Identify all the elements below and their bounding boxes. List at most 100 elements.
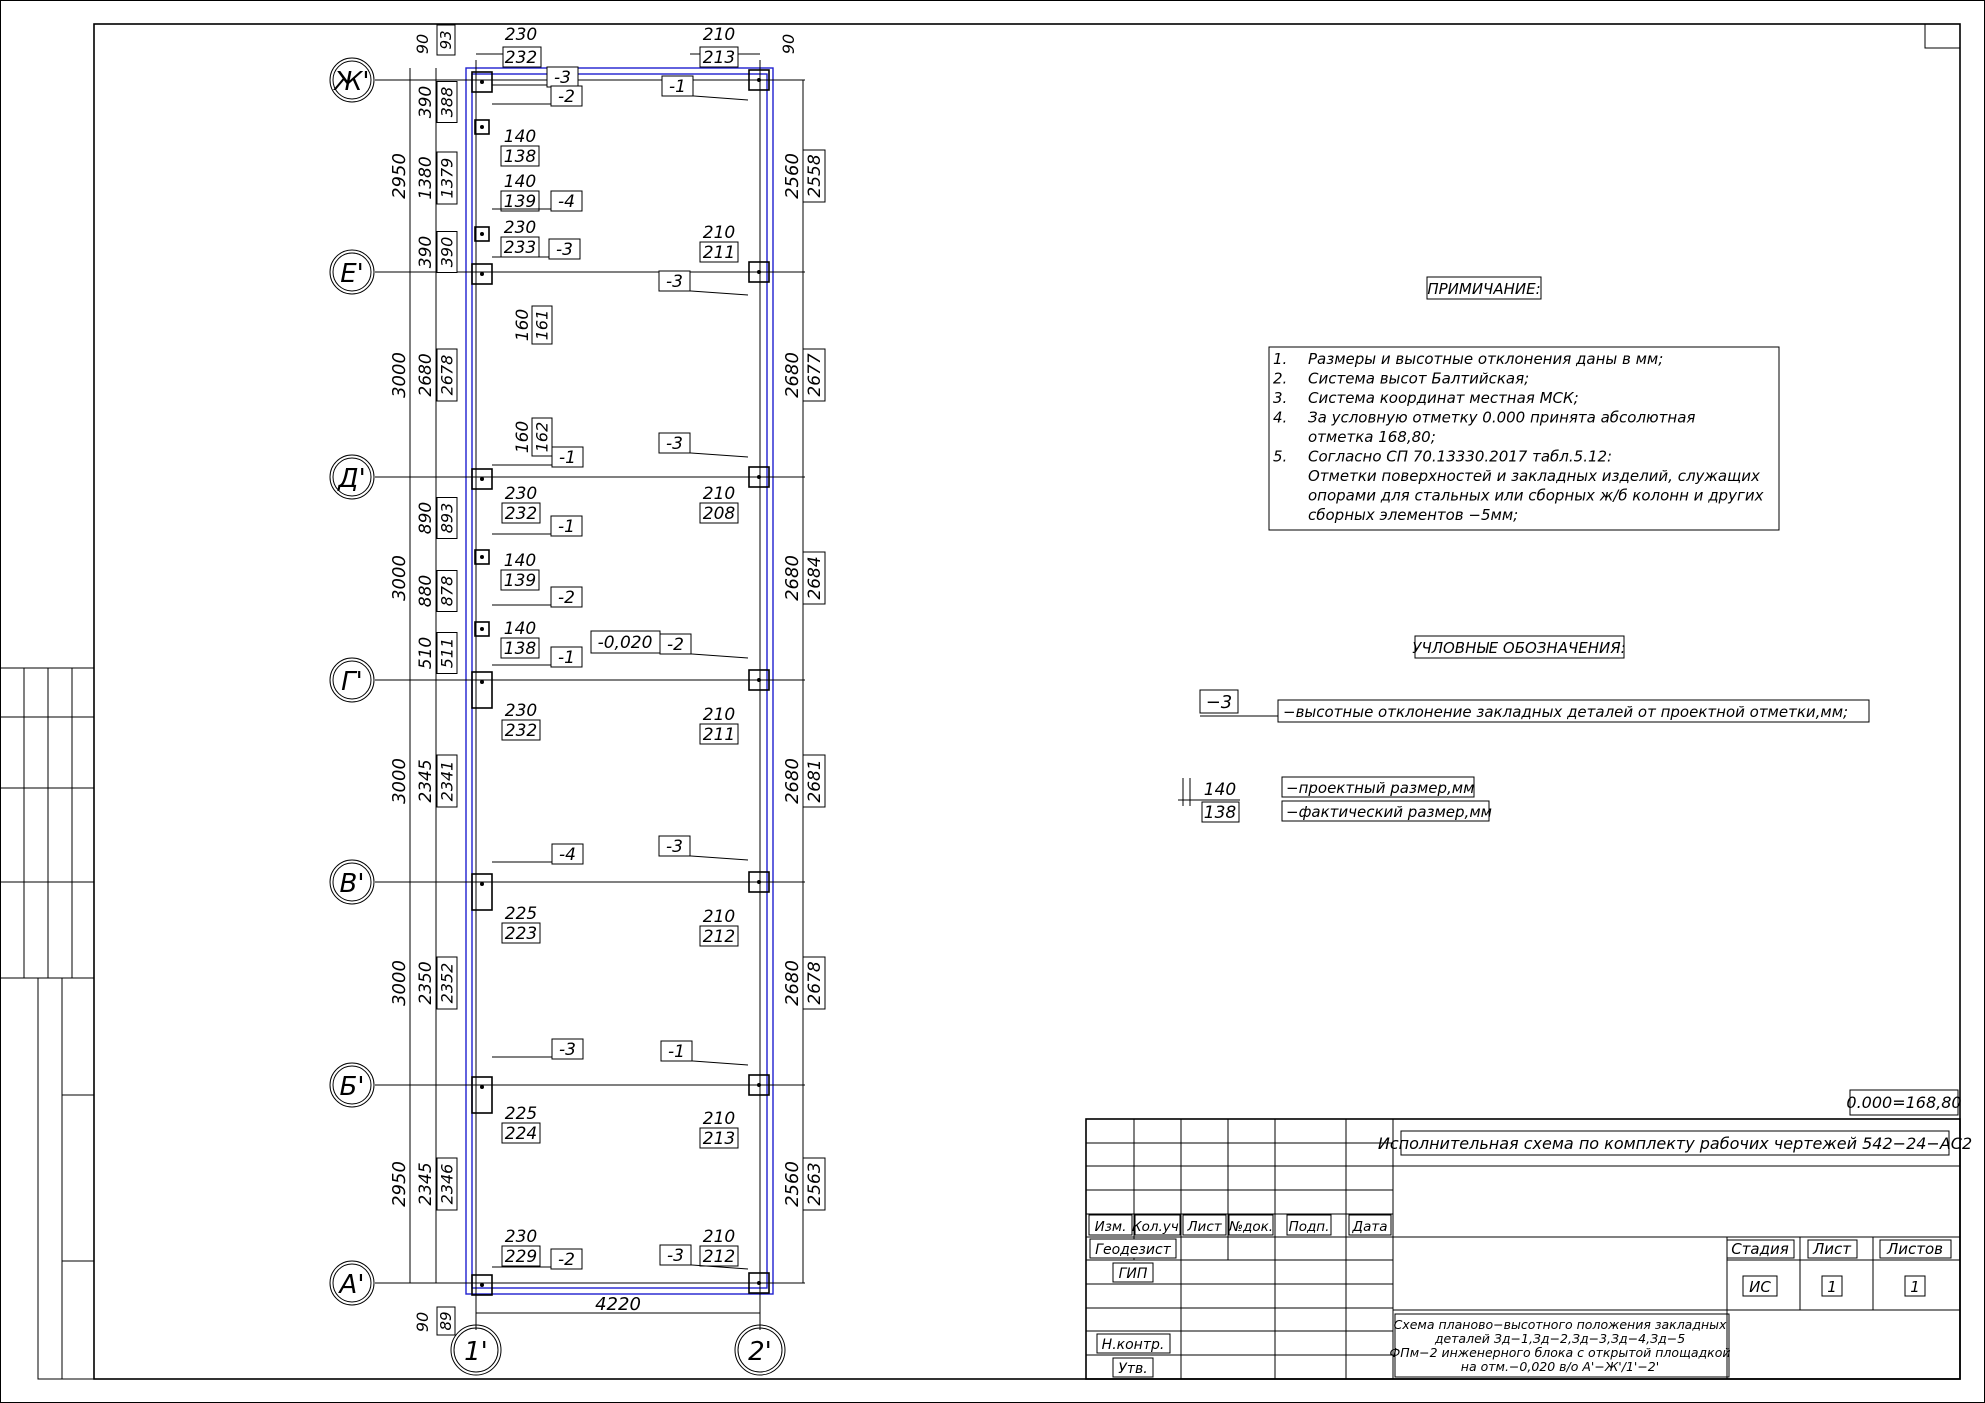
role-approved: Утв. <box>1118 1361 1147 1377</box>
left-inner-design: 390 <box>416 236 436 268</box>
left-inner-design: 510 <box>416 637 436 669</box>
plate-right <box>748 466 770 488</box>
left-inner-fact: 388 <box>438 87 457 118</box>
plate-left-design: 225 <box>505 904 537 924</box>
plate-right <box>748 871 770 893</box>
row-axis-label: Д' <box>337 464 365 494</box>
note-text: сборных элементов −5мм; <box>1308 506 1518 524</box>
deviation-left: -3 <box>556 240 573 260</box>
plate-left-design: 140 <box>504 127 536 147</box>
deviation-left: -1 <box>559 448 576 468</box>
notes-title: ПРИМИЧАНИЕ: <box>1427 280 1540 298</box>
row-axis-label: А' <box>338 1270 365 1300</box>
left-inner-design: 2680 <box>416 353 436 396</box>
plate-left-design: 225 <box>505 1104 537 1124</box>
plate-right-design: 210 <box>703 1109 735 1129</box>
legend-dim-design: 140 <box>1204 780 1236 800</box>
level-mark-text: -0,020 <box>598 633 653 653</box>
stage-value: ИС <box>1749 1278 1771 1296</box>
plate-left-fact: 139 <box>504 571 536 591</box>
col-axis-label: 1' <box>464 1337 488 1367</box>
plate-right <box>748 69 770 91</box>
left-inner-design: 2345 <box>416 759 436 802</box>
plate-left <box>471 1076 493 1114</box>
note-text: Система высот Балтийская; <box>1308 370 1529 388</box>
deviation-right: -1 <box>669 77 686 97</box>
top-dimensions: 230 232 210 213 90 93 90 4220 90 89 <box>413 24 798 1336</box>
plate-left-fact: 161 <box>533 310 552 341</box>
top-edge-fact: 93 <box>437 30 455 49</box>
legend-title: УЧЛОВНЫЕ ОБОЗНАЧЕНИЯ: <box>1412 639 1625 657</box>
legend-dev-text: −высотные отклонение закладных деталей о… <box>1283 703 1848 721</box>
plate-left-design: 160 <box>513 309 533 341</box>
left-inner-fact: 511 <box>438 638 457 669</box>
row-axis-4: В' <box>329 859 375 905</box>
left-inner-fact: 878 <box>438 576 457 607</box>
left-outer-dim: 3000 <box>389 352 410 398</box>
plate-left-fact: 162 <box>533 422 552 453</box>
right-design: 2560 <box>782 1161 803 1207</box>
plate-right <box>748 669 770 691</box>
deviation-left: -4 <box>558 192 575 212</box>
note-text: Размеры и высотные отклонения даны в мм; <box>1308 350 1663 368</box>
sheets-value: 1 <box>1910 1278 1920 1296</box>
plate-left-design: 140 <box>504 172 536 192</box>
row-axis-5: Б' <box>329 1062 375 1108</box>
column-axis-bubbles: 1'2' <box>450 1324 786 1376</box>
right-fact: 2677 <box>805 353 825 396</box>
top-left-design: 230 <box>505 25 537 45</box>
plate-right-design: 210 <box>703 484 735 504</box>
deviation-right: -3 <box>666 837 683 857</box>
left-inner-design: 390 <box>416 86 436 118</box>
row-axis-label: Е' <box>340 259 364 289</box>
plate-left <box>471 873 493 911</box>
right-design: 2560 <box>782 153 803 199</box>
deviation-left: -2 <box>558 1250 575 1270</box>
plate-left-design: 140 <box>504 619 536 639</box>
note-text: За условную отметку 0.000 принята абсолю… <box>1308 409 1695 427</box>
title-block: 0.000=168,80 Исполнительная схема по ком… <box>1085 1089 1972 1380</box>
sheet-value: 1 <box>1827 1278 1837 1296</box>
plate-left-fact: 224 <box>505 1124 537 1144</box>
row-axis-label: Г' <box>341 667 363 697</box>
right-design: 2680 <box>782 352 803 398</box>
plate-left-fact: 232 <box>505 721 537 741</box>
plate-right-design: 210 <box>703 907 735 927</box>
plate-left-fact: 232 <box>505 504 537 524</box>
legend-fact-text: −фактический размер,мм <box>1286 803 1492 821</box>
left-inner-fact: 2678 <box>438 355 457 396</box>
deviation-right: -3 <box>666 272 683 292</box>
right-design: 2680 <box>782 758 803 804</box>
left-inner-fact: 893 <box>438 503 457 534</box>
desc-line-2: деталей Зд−1,Зд−2,Зд−3,Зд−4,Зд−5 <box>1434 1331 1685 1346</box>
plate-right-fact: 213 <box>703 1129 735 1149</box>
plate-right-fact: 212 <box>703 927 735 947</box>
plate-left-fact: 233 <box>504 238 536 258</box>
left-inner-fact: 2352 <box>438 963 457 1004</box>
left-outer-dim: 3000 <box>389 758 410 804</box>
sheets-label: Листов <box>1886 1240 1943 1258</box>
col-axis-0: 1' <box>450 1324 502 1376</box>
plate-left-design: 160 <box>513 421 533 453</box>
plate-left-design: 230 <box>504 218 536 238</box>
left-inner-design: 2345 <box>416 1162 436 1205</box>
plate-left <box>471 263 493 285</box>
notes-list: 1.Размеры и высотные отклонения даны в м… <box>1273 350 1764 524</box>
deviation-right: -3 <box>666 434 683 454</box>
plate-left-fact: 138 <box>504 639 537 659</box>
plate-right-fact: 211 <box>703 725 735 745</box>
left-outer-dim: 3000 <box>389 960 410 1006</box>
deviation-left: -1 <box>558 648 575 668</box>
plate-left <box>474 226 490 242</box>
row-axis-0: Ж' <box>329 57 375 103</box>
stamp-header: №док. <box>1228 1219 1273 1235</box>
plate-right-fact: 212 <box>703 1247 735 1267</box>
plate-right-design: 210 <box>703 1227 735 1247</box>
row-axis-1: Е' <box>329 249 375 295</box>
left-outer-dim: 2950 <box>389 153 410 199</box>
plate-left-design: 140 <box>504 551 536 571</box>
plate-right-design: 210 <box>703 705 735 725</box>
